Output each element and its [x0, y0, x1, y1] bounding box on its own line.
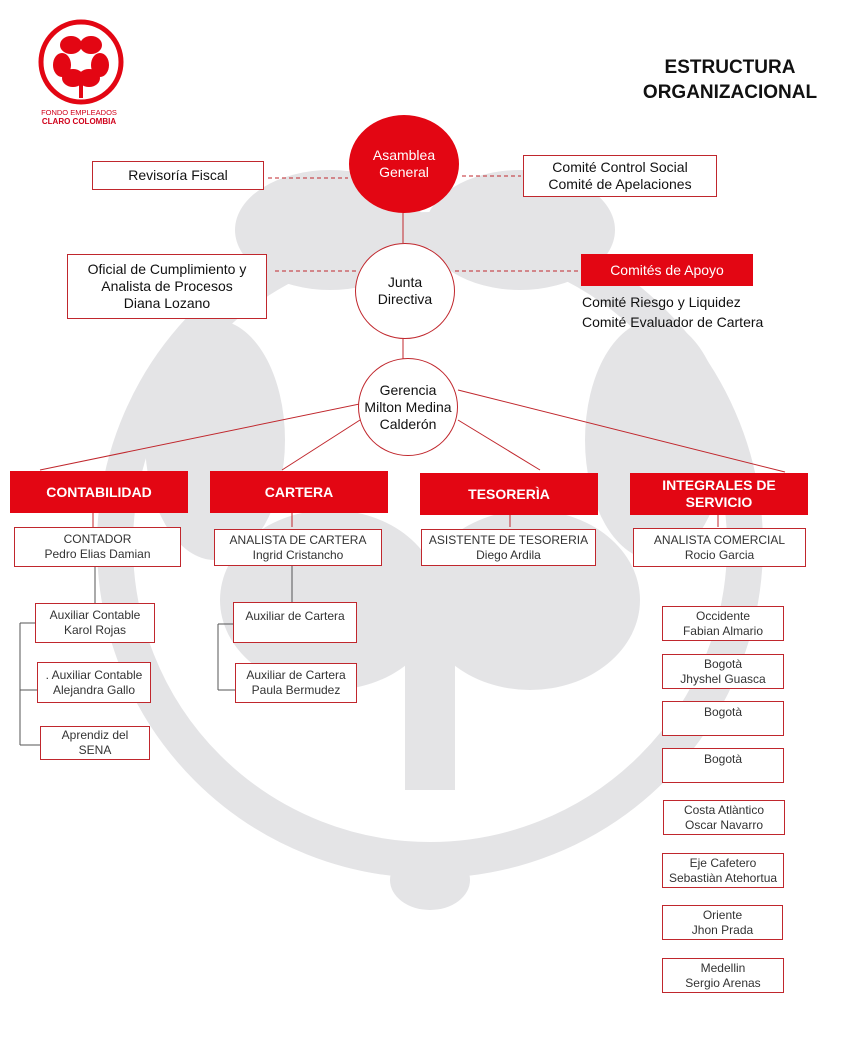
region-line-1: Oriente: [702, 907, 743, 922]
region-line-1: Bogotà: [703, 656, 743, 671]
page-title: ESTRUCTURA ORGANIZACIONAL: [600, 55, 860, 105]
asistente-tesoreria-box: ASISTENTE DE TESORERIA Diego Ardila: [421, 529, 596, 566]
dept-contabilidad: CONTABILIDAD: [10, 471, 188, 513]
region-line-2: Jhyshel Guasca: [680, 671, 766, 686]
auxiliar-contable-alejandra-box: . Auxiliar Contable Alejandra Gallo: [37, 662, 151, 703]
contador-role: CONTADOR: [63, 532, 132, 546]
logo-line-2: CLARO COLOMBIA: [41, 117, 117, 126]
comites-control-line-1: Comité Control Social: [552, 159, 688, 175]
analista-comercial-box: ANALISTA COMERCIAL Rocio Garcia: [633, 528, 806, 567]
comite-riesgo: Comité Riesgo y Liquidez: [582, 294, 741, 310]
region-box: Bogotà: [662, 701, 784, 736]
region-line-2: Jhon Prada: [691, 922, 754, 937]
region-line-1: Occidente: [695, 608, 751, 623]
asamblea-general-node: Asamblea General: [349, 115, 459, 213]
dept-integrales-line-1: INTEGRALES DE: [662, 477, 776, 493]
gerencia-line-2: Milton Medina: [364, 398, 452, 415]
dept-contabilidad-label: CONTABILIDAD: [46, 483, 152, 500]
analista-cartera-name: Ingrid Cristancho: [252, 547, 344, 562]
auxiliar-cartera-box: Auxiliar de Cartera: [233, 602, 357, 643]
region-line-1: Eje Cafetero: [689, 855, 757, 870]
comite-evaluador: Comité Evaluador de Cartera: [582, 314, 764, 330]
region-box: Oriente Jhon Prada: [662, 905, 783, 940]
oficial-line-1: Oficial de Cumplimiento y: [87, 261, 247, 277]
junta-directiva-node: Junta Directiva: [355, 243, 455, 339]
revisoria-fiscal-box: Revisoría Fiscal: [92, 161, 264, 190]
sub-line-1: Aprendiz del: [61, 728, 129, 742]
dept-cartera: CARTERA: [210, 471, 388, 513]
region-line-2: Sebastiàn Atehortua: [668, 870, 778, 885]
logo-caption: FONDO EMPLEADOS CLARO COLOMBIA: [14, 108, 144, 126]
oficial-cumplimiento-box: Oficial de Cumplimiento y Analista de Pr…: [67, 254, 267, 319]
region-line-2: Fabian Almario: [682, 623, 764, 638]
sub-line-1: Auxiliar de Cartera: [245, 609, 345, 623]
contador-name: Pedro Elias Damian: [44, 547, 151, 561]
oficial-line-3: Diana Lozano: [123, 295, 211, 311]
dept-cartera-label: CARTERA: [264, 483, 334, 500]
auxiliar-contable-karol-box: Auxiliar Contable Karol Rojas: [35, 603, 155, 643]
gerencia-line-3: Calderón: [379, 415, 437, 432]
dept-tesoreria-label: TESORERÌA: [468, 485, 550, 502]
region-line-1: Costa Atlàntico: [683, 802, 765, 817]
dept-integrales: INTEGRALES DE SERVICIO: [630, 473, 808, 515]
analista-cartera-role: ANALISTA DE CARTERA: [229, 532, 367, 547]
sub-line-2: Karol Rojas: [63, 623, 127, 637]
region-box: Medellin Sergio Arenas: [662, 958, 784, 993]
asamblea-line-2: General: [379, 164, 429, 180]
dept-integrales-line-2: SERVICIO: [685, 494, 753, 510]
region-box: Eje Cafetero Sebastiàn Atehortua: [662, 853, 784, 888]
sub-line-2: SENA: [78, 743, 112, 757]
region-line-2: Sergio Arenas: [685, 975, 761, 990]
fondo-logo: [38, 19, 124, 105]
title-line-2: ORGANIZACIONAL: [642, 82, 818, 103]
revisoria-label: Revisoría Fiscal: [128, 167, 228, 183]
analista-comercial-role: ANALISTA COMERCIAL: [653, 532, 786, 547]
comites-apoyo-header: Comités de Apoyo: [581, 254, 753, 286]
title-line-1: ESTRUCTURA: [664, 57, 796, 78]
asamblea-line-1: Asamblea: [372, 147, 436, 163]
sub-line-2: Alejandra Gallo: [52, 682, 136, 697]
region-box: Bogotà: [662, 748, 784, 783]
dept-tesoreria: TESORERÌA: [420, 473, 598, 515]
comites-control-line-2: Comité de Apelaciones: [548, 176, 692, 192]
analista-comercial-name: Rocio Garcia: [684, 547, 755, 562]
region-line-1: Medellin: [700, 960, 746, 975]
gerencia-node: Gerencia Milton Medina Calderón: [358, 358, 458, 456]
logo-line-1: FONDO EMPLEADOS: [41, 108, 117, 117]
comites-apoyo-label: Comités de Apoyo: [610, 262, 724, 278]
region-box: Occidente Fabian Almario: [662, 606, 784, 641]
auxiliar-cartera-paula-box: Auxiliar de Cartera Paula Bermudez: [235, 663, 357, 703]
sub-line-1: Auxiliar de Cartera: [246, 668, 346, 682]
region-line-1: Bogotà: [703, 705, 743, 719]
comites-control-box: Comité Control Social Comité de Apelacio…: [523, 155, 717, 197]
sub-line-2: Paula Bermudez: [251, 683, 341, 697]
asistente-tesoreria-name: Diego Ardila: [476, 547, 541, 562]
analista-cartera-box: ANALISTA DE CARTERA Ingrid Cristancho: [214, 529, 382, 566]
asistente-tesoreria-role: ASISTENTE DE TESORERIA: [428, 532, 589, 547]
junta-line-2: Directiva: [377, 291, 433, 307]
oficial-line-2: Analista de Procesos: [101, 278, 233, 294]
aprendiz-sena-box: Aprendiz del SENA: [40, 726, 150, 760]
gerencia-line-1: Gerencia: [379, 381, 437, 398]
region-box: Bogotà Jhyshel Guasca: [662, 654, 784, 689]
region-box: Costa Atlàntico Oscar Navarro: [663, 800, 785, 835]
region-line-1: Bogotà: [703, 752, 743, 766]
sub-line-1: Auxiliar Contable: [49, 608, 141, 622]
region-line-2: Oscar Navarro: [684, 817, 764, 832]
junta-line-1: Junta: [387, 274, 423, 290]
comites-apoyo-list: Comité Riesgo y Liquidez Comité Evaluado…: [582, 292, 842, 332]
contador-box: CONTADOR Pedro Elias Damian: [14, 527, 181, 567]
sub-line-1: . Auxiliar Contable: [45, 667, 143, 682]
